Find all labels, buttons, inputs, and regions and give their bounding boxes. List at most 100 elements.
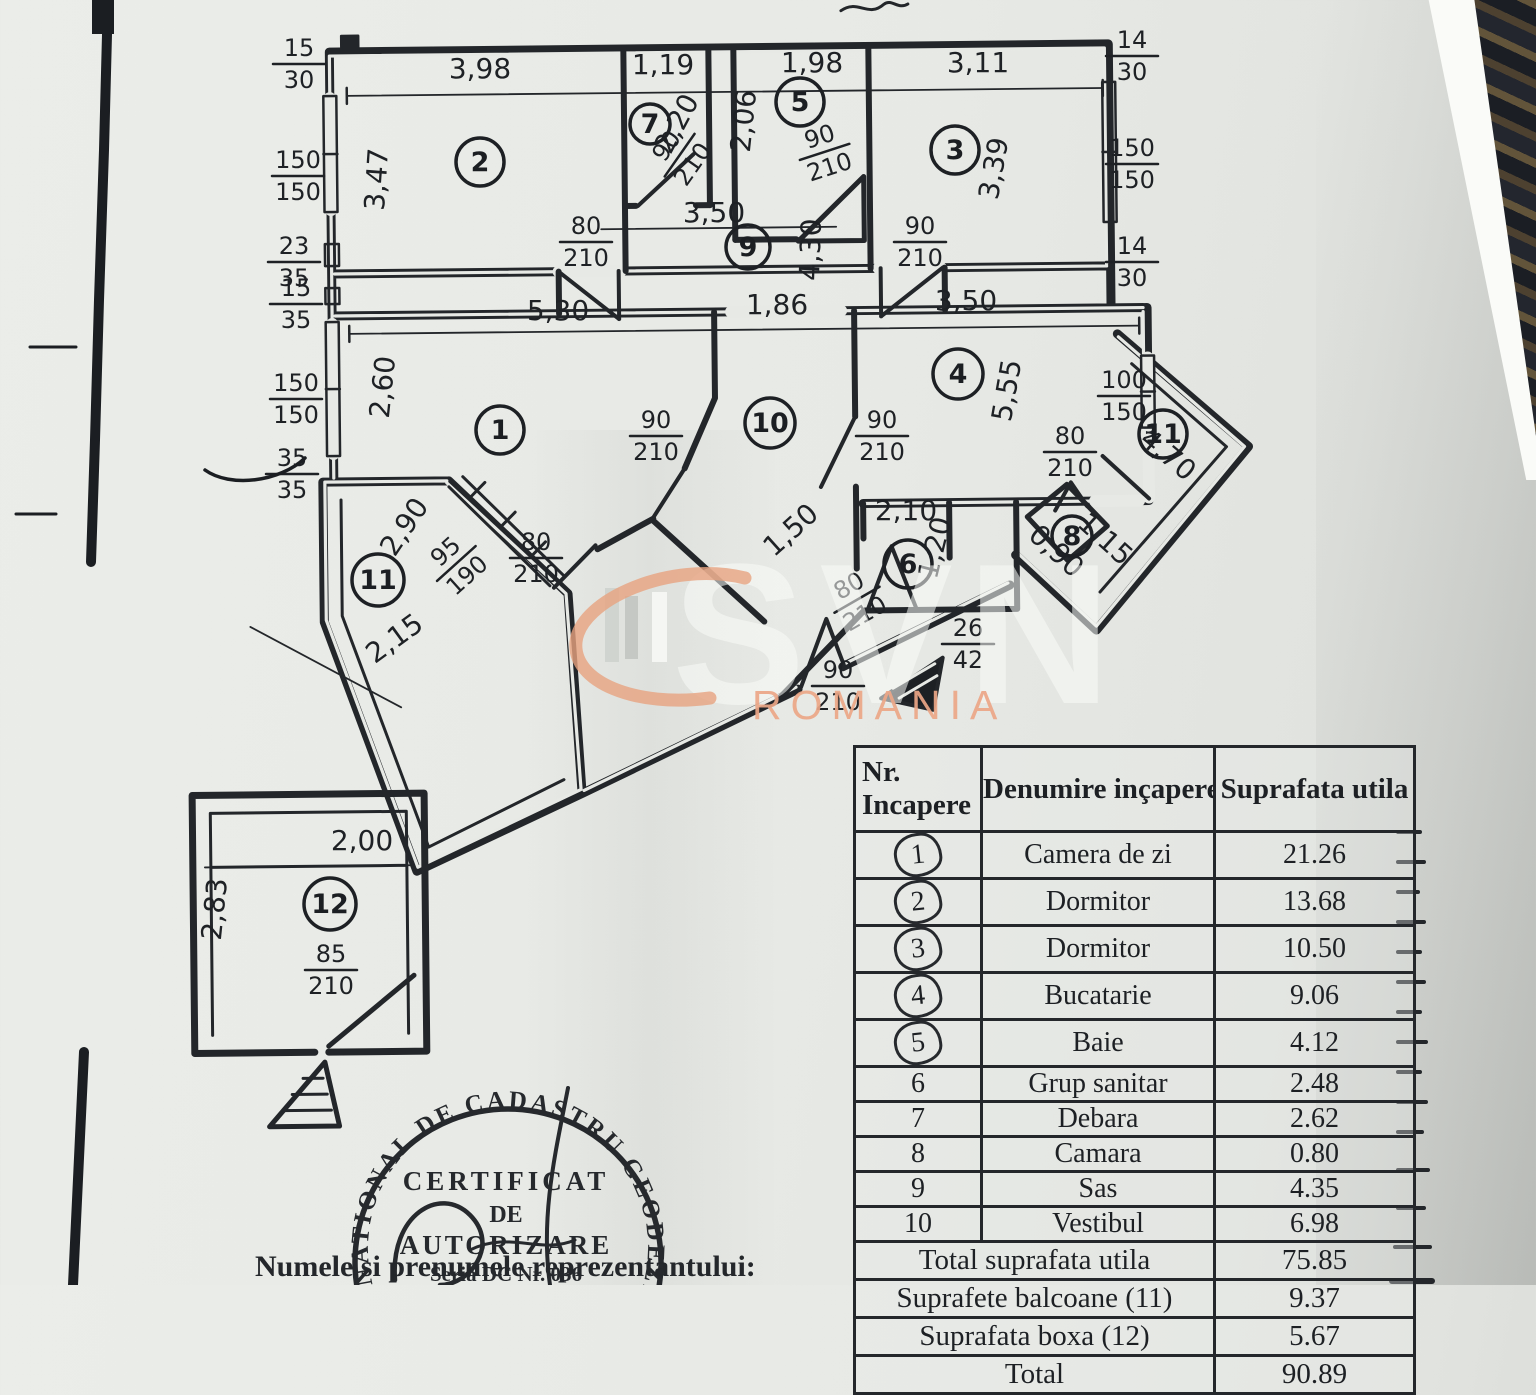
frac-denominator: 210 [633, 438, 679, 466]
summary-label-cell: Suprafata boxa (12) [853, 1316, 1216, 1357]
summary-row: Suprafata boxa (12)5.67 [853, 1316, 1416, 1357]
stamp-line1: CERTIFICAT [403, 1166, 610, 1196]
svg-text:8: 8 [1063, 521, 1082, 552]
frac-denominator: 210 [513, 560, 559, 588]
room-name-cell: Baie [980, 1018, 1216, 1068]
room-name-cell: Bucatarie [980, 971, 1216, 1021]
room-name-cell: Vestibul [980, 1205, 1216, 1243]
room-area-cell: 13.68 [1213, 877, 1416, 927]
dim-label: 2,60 [363, 354, 402, 419]
room-number: 10 [743, 396, 797, 450]
room-area-cell: 4.35 [1213, 1170, 1416, 1208]
frac-denominator: 35 [279, 264, 310, 292]
room-name-cell: Camara [980, 1135, 1216, 1173]
dim-label: 2,10 [875, 494, 937, 527]
frac-numerator: 14 [1117, 232, 1148, 260]
room-name-cell: Sas [980, 1170, 1216, 1208]
frac-numerator: 26 [953, 614, 984, 642]
summary-area-cell: 90.89 [1213, 1354, 1416, 1395]
frac-denominator: 30 [284, 66, 315, 94]
dim-label: 2,00 [331, 824, 393, 857]
dim-label: 3,11 [947, 46, 1009, 79]
dim-label: 5,55 [985, 357, 1028, 424]
dim-label: 2,83 [195, 876, 234, 941]
stamp-line3: AUTORIZARE [400, 1230, 613, 1260]
frac-denominator: 210 [563, 244, 609, 272]
logo-swoosh [569, 567, 752, 707]
svg-text:5: 5 [791, 87, 810, 118]
table-header-row: Nr.Incapere Denumire inçapere Suprafata … [853, 745, 1416, 833]
svg-text:11: 11 [359, 565, 397, 596]
room-number: 4 [931, 347, 985, 401]
dim-label: 2,15 [359, 607, 429, 670]
frac-denominator: 210 [308, 972, 354, 1000]
frac-denominator: 30 [1117, 264, 1148, 292]
room-name-cell: Camera de zi [980, 830, 1216, 880]
door-leaves [326, 152, 1152, 1049]
scan-binding-marks [14, 0, 307, 1285]
svg-text:12: 12 [311, 889, 349, 920]
room-number: 3 [929, 124, 981, 176]
room-number: 9 [724, 223, 772, 271]
frac-numerator: 23 [279, 232, 310, 260]
frac-numerator: 150 [273, 369, 319, 397]
dim-label: 3,50 [935, 284, 997, 317]
circled-room-number: 1 [891, 834, 945, 876]
frac-denominator: 30 [1117, 58, 1148, 86]
signature-scribble [392, 1086, 577, 1285]
dim-label: 3,98 [449, 52, 511, 85]
frac-denominator: 35 [277, 476, 308, 504]
frac-numerator: 80 [571, 212, 602, 240]
frac-numerator: 150 [1109, 134, 1155, 162]
frac-denominator: 210 [859, 438, 905, 466]
frac-denominator: 210 [815, 688, 861, 716]
svg-text:4: 4 [949, 359, 968, 390]
frac-numerator: 90 [823, 656, 854, 684]
dim-label: 2,06 [724, 88, 763, 153]
header-suprafata: Suprafata utila [1213, 745, 1416, 833]
summary-area-cell: 75.85 [1213, 1240, 1416, 1281]
summary-label-cell: Suprafete balcoane (11) [853, 1278, 1216, 1319]
svg-text:6: 6 [899, 549, 918, 580]
room-number: 1 [474, 404, 526, 456]
frac-denominator: 150 [273, 401, 319, 429]
stamp-line4: Seria DC Nr. 036 [430, 1262, 582, 1285]
svg-text:11: 11 [1144, 419, 1182, 450]
dim-label: 1,86 [746, 288, 808, 321]
room-name-cell: Dormitor [980, 877, 1216, 927]
svg-text:2: 2 [471, 147, 490, 178]
window-symbols [322, 34, 1157, 458]
room-number: 12 [302, 876, 358, 932]
frac-numerator: 90 [641, 406, 672, 434]
frac-denominator: 150 [1101, 398, 1147, 426]
summary-label-cell: Total suprafata utila [853, 1240, 1216, 1281]
room-area-cell: 0.80 [1213, 1135, 1416, 1173]
circled-room-number: 2 [891, 881, 945, 923]
north-arrow-icon [267, 655, 945, 1130]
summary-row: Suprafete balcoane (11)9.37 [853, 1278, 1416, 1319]
room-area-cell: 10.50 [1213, 924, 1416, 974]
dimension-lines [203, 78, 1141, 869]
frac-numerator: 80 [521, 528, 552, 556]
frac-numerator: 14 [1117, 26, 1148, 54]
room-name-cell: Dormitor [980, 924, 1216, 974]
svg-text:9: 9 [739, 232, 758, 263]
svg-text:3: 3 [946, 135, 965, 166]
